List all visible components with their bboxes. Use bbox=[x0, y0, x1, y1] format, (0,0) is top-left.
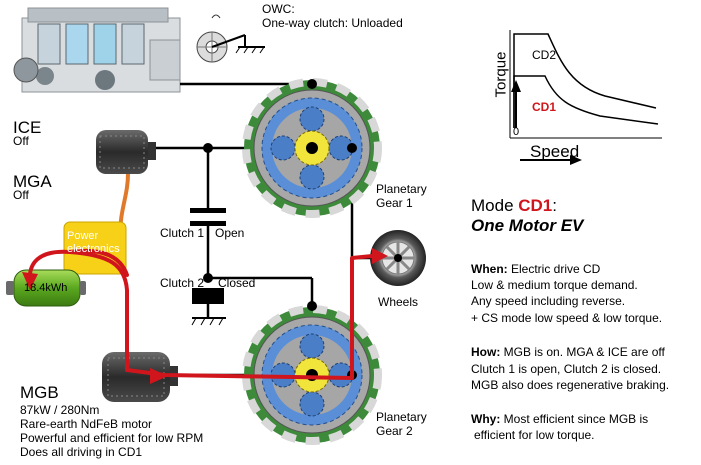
clutch1-symbol bbox=[190, 208, 226, 226]
owc-title: OWC: bbox=[262, 2, 295, 16]
how-line-1: How: MGB is on. MGA & ICE are off bbox=[471, 345, 665, 359]
mgb-line-4: Does all driving in CD1 bbox=[20, 445, 143, 459]
mgb-line-2: Rare-earth NdFeB motor bbox=[20, 417, 153, 431]
mgb-line-3: Powerful and efficient for low RPM bbox=[20, 431, 204, 445]
mga-motor-icon bbox=[96, 130, 156, 174]
why-line-2: efficient for low torque. bbox=[474, 428, 595, 442]
how-line-3: MGB also does regenerative braking. bbox=[471, 378, 670, 392]
graph-cd1-label: CD1 bbox=[532, 100, 557, 114]
torque-speed-graph bbox=[509, 30, 662, 165]
clutch1-label: Clutch 1 bbox=[160, 226, 205, 240]
planetary2-line2: Gear 2 bbox=[376, 424, 413, 438]
mgb-line-1: 87kW / 280Nm bbox=[20, 403, 100, 417]
when-line-4: + CS mode low speed & low torque. bbox=[471, 311, 663, 325]
clutch2-label: Clutch 2 bbox=[160, 276, 205, 290]
power-flow-arrows bbox=[27, 248, 374, 380]
curve-cd2 bbox=[513, 33, 657, 128]
when-heading: When: bbox=[471, 262, 508, 276]
when-line-1: When: Electric drive CD bbox=[471, 262, 601, 276]
planetary-gear-1-icon bbox=[242, 78, 382, 218]
mode-code: CD1 bbox=[518, 196, 553, 215]
when-line-3: Any speed including reverse. bbox=[471, 294, 626, 308]
battery-arrowhead bbox=[22, 272, 38, 290]
mode-suffix: : bbox=[552, 196, 557, 215]
mga-name: MGA bbox=[13, 172, 52, 191]
clutch2-state: Closed bbox=[218, 276, 256, 290]
when-line-2: Low & medium torque demand. bbox=[471, 278, 638, 292]
how-heading: How: bbox=[471, 345, 501, 359]
wheel-icon bbox=[370, 230, 426, 286]
how-line-2: Clutch 1 is open, Clutch 2 is closed. bbox=[471, 362, 662, 376]
graph-ylabel: Torque bbox=[492, 51, 510, 98]
curve-cd1 bbox=[513, 75, 659, 128]
ice-engine-icon bbox=[13, 7, 181, 93]
owc-clutch-icon bbox=[196, 14, 265, 63]
graph-origin-label: 0 bbox=[513, 126, 520, 138]
mode-name: One Motor EV bbox=[471, 216, 584, 235]
battery-label: 18.4kWh bbox=[24, 282, 68, 294]
mode-heading: Mode CD1: bbox=[471, 196, 557, 216]
owc-status: One-way clutch: Unloaded bbox=[262, 16, 403, 30]
planetary1-line2: Gear 1 bbox=[376, 196, 413, 210]
planetary2-line1: Planetary bbox=[376, 410, 427, 424]
mga-state: Off bbox=[13, 188, 29, 202]
planetary-gear-2-icon bbox=[242, 305, 382, 445]
why-line-1: Why: Most efficient since MGB is bbox=[471, 412, 649, 426]
why-heading: Why: bbox=[471, 412, 501, 426]
power-flow-arrowhead bbox=[372, 248, 388, 264]
power-electronics-label: Power electronics bbox=[67, 230, 120, 255]
wheels-label: Wheels bbox=[378, 295, 419, 309]
clutch2-symbol bbox=[191, 288, 226, 326]
mgb-arrowhead bbox=[150, 368, 168, 384]
ice-name: ICE bbox=[13, 118, 42, 137]
graph-xlabel: Speed bbox=[530, 142, 580, 161]
mgb-name: MGB bbox=[20, 383, 59, 402]
planetary1-line1: Planetary bbox=[376, 182, 427, 196]
ice-state: Off bbox=[13, 134, 29, 148]
mode-prefix: Mode bbox=[471, 196, 519, 215]
graph-cd2-label: CD2 bbox=[532, 48, 557, 62]
clutch1-state: Open bbox=[215, 226, 245, 240]
